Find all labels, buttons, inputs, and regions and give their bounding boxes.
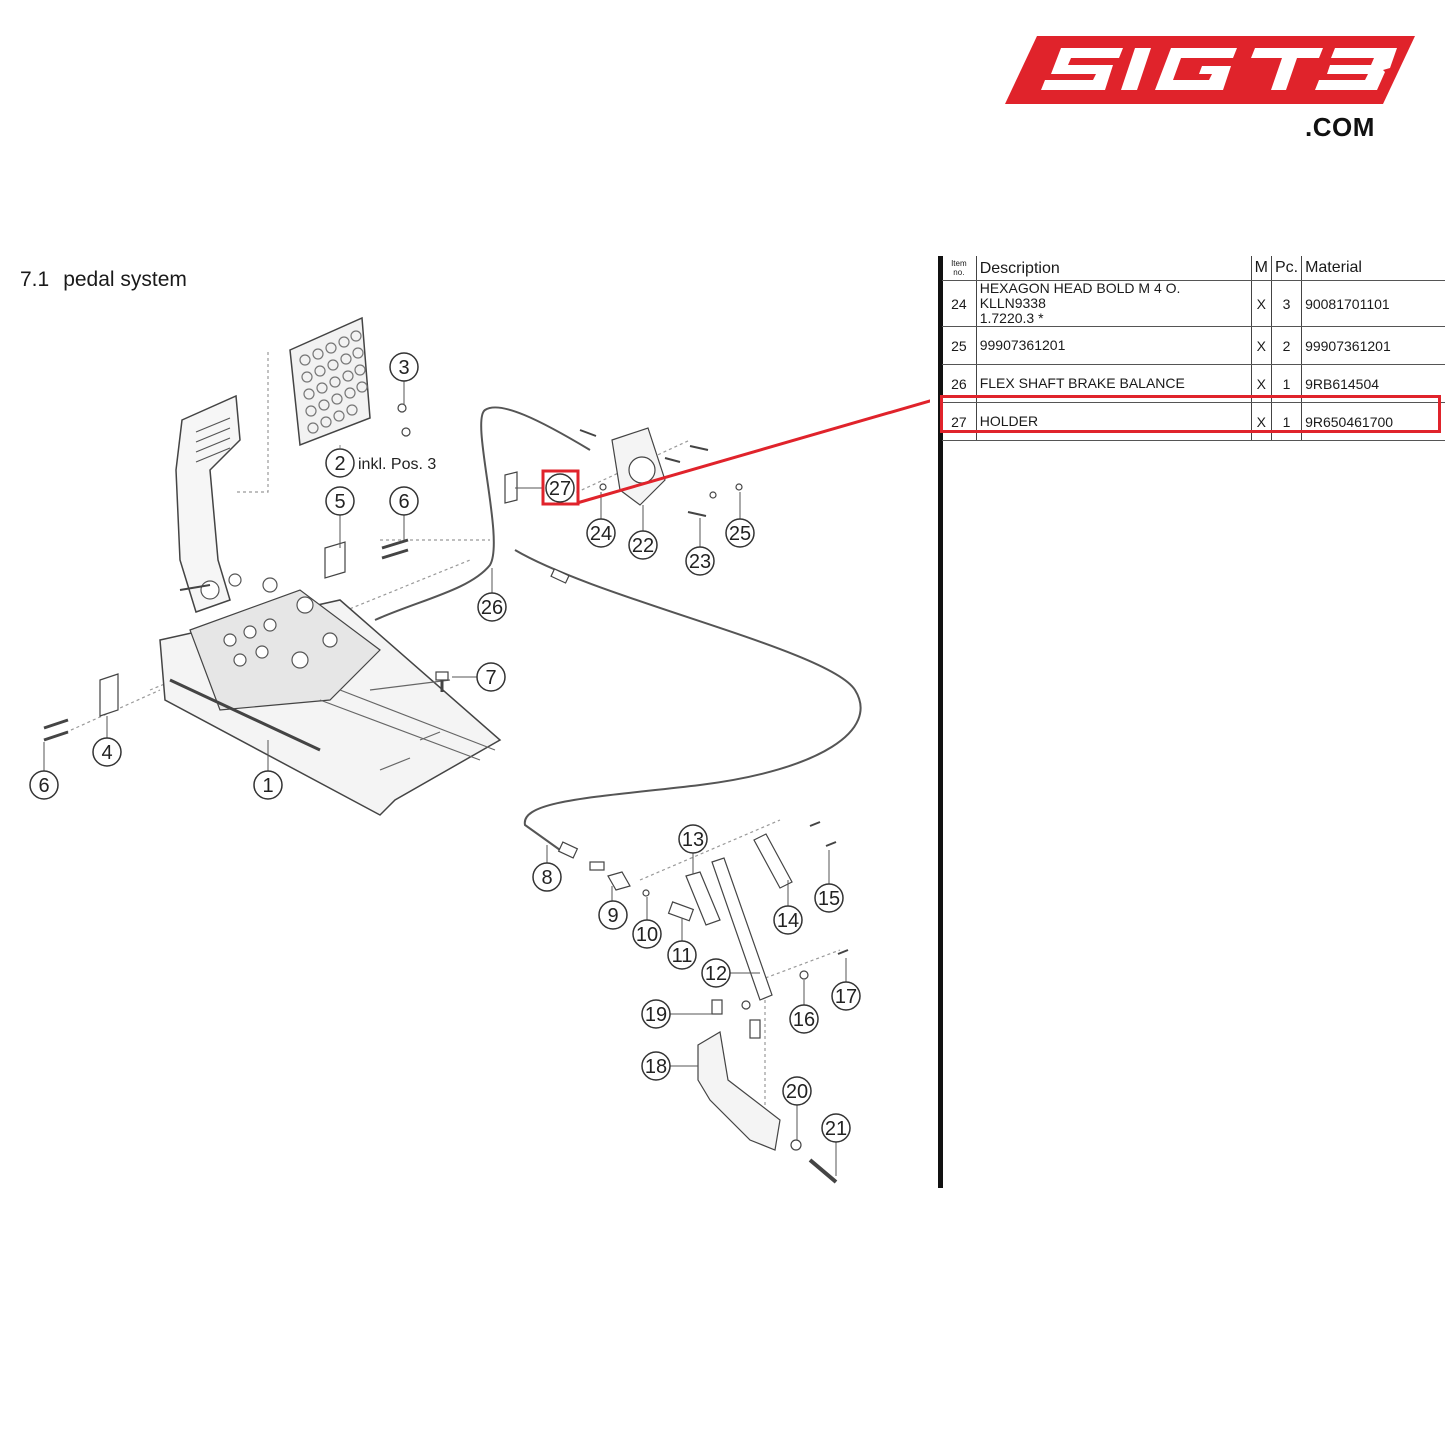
parts-table: Item no. Description M Pc. Material 24 H… <box>942 256 1445 441</box>
svg-text:6: 6 <box>398 491 409 513</box>
svg-text:19: 19 <box>645 1004 667 1026</box>
row-material: 9R650461700 <box>1301 402 1445 441</box>
svg-text:10: 10 <box>636 924 658 946</box>
table-row: 25 99907361201 X 2 99907361201 <box>942 326 1445 365</box>
callout-2: 2 <box>325 448 355 478</box>
row-description: 99907361201 <box>976 326 1252 365</box>
header-pc: Pc. <box>1271 256 1303 281</box>
table-divider <box>938 256 943 1188</box>
callout-15: 15 <box>814 883 844 913</box>
svg-text:12: 12 <box>705 963 727 985</box>
row-item: 25 <box>942 326 977 365</box>
svg-text:3: 3 <box>398 357 409 379</box>
svg-text:27: 27 <box>549 478 571 500</box>
header-material: Material <box>1301 256 1445 281</box>
section-number: 7.1 <box>20 268 50 291</box>
svg-text:11: 11 <box>672 945 693 967</box>
header-m: M <box>1251 256 1272 281</box>
callout-4: 4 <box>92 737 122 767</box>
svg-text:8: 8 <box>541 867 552 889</box>
table-row-highlighted: 27 HOLDER X 1 9R650461700 <box>942 402 1445 441</box>
svg-text:4: 4 <box>101 742 112 764</box>
callout-10: 10 <box>632 919 662 949</box>
callout-22: 22 <box>628 530 658 560</box>
table-header-row: Item no. Description M Pc. Material <box>942 256 1445 281</box>
callout-5: 5 <box>325 486 355 516</box>
row-m: X <box>1251 364 1272 403</box>
callout-16: 16 <box>789 1004 819 1034</box>
callout-8: 8 <box>532 862 562 892</box>
svg-text:20: 20 <box>786 1081 808 1103</box>
header-description: Description <box>976 256 1252 281</box>
brand-logo: .COM <box>1005 32 1417 144</box>
callout-25: 25 <box>725 518 755 548</box>
row-item: 27 <box>942 402 977 441</box>
callout-26: 26 <box>477 592 507 622</box>
callout-27: 27 <box>545 473 575 503</box>
row-description: FLEX SHAFT BRAKE BALANCE <box>976 364 1252 403</box>
row-pc: 1 <box>1271 364 1303 403</box>
table-row: 26 FLEX SHAFT BRAKE BALANCE X 1 9RB61450… <box>942 364 1445 403</box>
callout-9: 9 <box>598 900 628 930</box>
svg-text:2: 2 <box>334 453 345 475</box>
callout-11: 11 <box>667 940 697 970</box>
logo-domain-suffix: .COM <box>1305 112 1375 142</box>
callout-17: 17 <box>831 981 861 1011</box>
section-heading: 7.1 pedal system <box>20 268 187 292</box>
callout-18: 18 <box>641 1051 671 1081</box>
callout-1: 1 <box>253 770 283 800</box>
row-description: HOLDER <box>976 402 1252 441</box>
section-title: pedal system <box>63 268 187 291</box>
header-item-no: Item no. <box>942 256 977 281</box>
svg-text:24: 24 <box>590 523 612 545</box>
callout-3: 3 <box>389 352 419 382</box>
callout-21: 21 <box>821 1113 851 1143</box>
highlight-callout-box <box>541 469 580 506</box>
row-m: X <box>1251 402 1272 441</box>
row-material: 99907361201 <box>1301 326 1445 365</box>
callout-6-lower: 6 <box>29 770 59 800</box>
svg-text:15: 15 <box>818 888 840 910</box>
pedal-system-exploded-diagram: 1 2 3 4 5 6 6 7 8 9 10 11 12 13 14 15 16… <box>29 316 930 1184</box>
svg-text:5: 5 <box>334 491 345 513</box>
svg-text:1: 1 <box>262 775 273 797</box>
callout-14: 14 <box>773 905 803 935</box>
callout-19: 19 <box>641 999 671 1029</box>
svg-text:7: 7 <box>485 667 496 689</box>
svg-text:17: 17 <box>835 986 857 1008</box>
row-material: 90081701101 <box>1301 280 1445 327</box>
svg-text:18: 18 <box>645 1056 667 1078</box>
callout-2-note: inkl. Pos. 3 <box>358 456 436 473</box>
highlight-connector-line <box>576 399 930 505</box>
callout-20: 20 <box>782 1076 812 1106</box>
svg-text:14: 14 <box>777 910 799 932</box>
row-item: 24 <box>942 280 977 327</box>
svg-text:23: 23 <box>689 551 711 573</box>
callout-13: 13 <box>678 824 708 854</box>
svg-text:9: 9 <box>607 905 618 927</box>
svg-text:25: 25 <box>729 523 751 545</box>
row-m: X <box>1251 326 1272 365</box>
svg-text:16: 16 <box>793 1009 815 1031</box>
svg-text:21: 21 <box>825 1118 847 1140</box>
logo-mark-icon <box>1005 36 1415 104</box>
callout-7: 7 <box>476 662 506 692</box>
row-pc: 1 <box>1271 402 1303 441</box>
callout-24: 24 <box>586 518 616 548</box>
svg-text:26: 26 <box>481 597 503 619</box>
callout-6-upper: 6 <box>389 486 419 516</box>
callout-23: 23 <box>685 546 715 576</box>
svg-text:13: 13 <box>682 829 704 851</box>
svg-text:6: 6 <box>38 775 49 797</box>
row-m: X <box>1251 280 1272 327</box>
row-item: 26 <box>942 364 977 403</box>
row-material: 9RB614504 <box>1301 364 1445 403</box>
row-pc: 3 <box>1271 280 1303 327</box>
svg-text:22: 22 <box>632 535 654 557</box>
callout-12: 12 <box>701 958 731 988</box>
row-pc: 2 <box>1271 326 1303 365</box>
